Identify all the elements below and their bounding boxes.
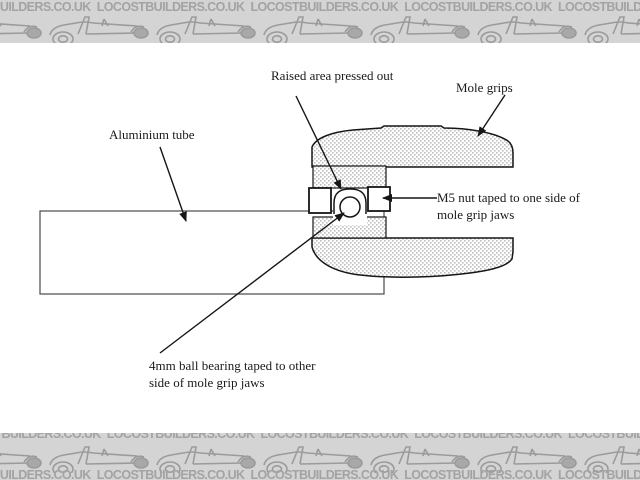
watermark-text: LOCOSTBUILDERS.CO.UK [404,468,552,480]
watermark-text: LOCOSTBUILDERS.CO.UK [96,468,245,480]
arrow-ball-bearing [159,212,345,354]
watermark-text: LOCOSTBUILDERS.CO.UK [0,468,91,480]
mole-grip-bottom-jaw [311,237,514,278]
label-ball-bearing-line2: side of mole grip jaws [149,375,265,390]
label-aluminium-tube: Aluminium tube [109,127,195,142]
mole-grip-top-jaw [311,125,514,168]
m5-nut-square [367,186,391,212]
watermark-banner-bottom: LOCOSTBUILDERS.CO.UK LOCOSTBUILDERS.CO.UK… [0,433,640,480]
watermark-text: LOCOSTBUILDERS.CO.UK [414,433,562,441]
label-raised-area: Raised area pressed out [271,68,394,83]
left-spacer-square [308,187,332,214]
label-m5-nut-line1: M5 nut taped to one side of [437,190,580,205]
arrow-mole-grips [477,94,506,137]
arrow-aluminium-tube [159,146,187,222]
label-m5-nut: M5 nut taped to one side of mole grip ja… [437,189,580,223]
mole-grip-top-neck [312,165,387,189]
watermark-text-row: LOCOSTBUILDERS.CO.UK LOCOSTBUILDERS.CO.UK… [0,0,640,14]
watermark-text-row: LOCOSTBUILDERS.CO.UK LOCOSTBUILDERS.CO.UK… [0,433,640,440]
watermark-text: LOCOSTBUILDERS.CO.UK [557,0,640,14]
watermark-text: LOCOSTBUILDERS.CO.UK [404,0,552,14]
watermark-text: LOCOSTBUILDERS.CO.UK [557,468,640,480]
watermark-text: LOCOSTBUILDERS.CO.UK [96,0,245,14]
watermark-text-row: LOCOSTBUILDERS.CO.UK LOCOSTBUILDERS.CO.UK… [0,469,640,480]
label-ball-bearing-line1: 4mm ball bearing taped to other [149,358,316,373]
watermark-text: LOCOSTBUILDERS.CO.UK [260,433,409,441]
watermark-text: LOCOSTBUILDERS.CO.UK [250,468,399,480]
watermark-banner-top: LOCOSTBUILDERS.CO.UK LOCOSTBUILDERS.CO.UK… [0,0,640,43]
arrow-raised-area [295,95,342,190]
watermark-text: LOCOSTBUILDERS.CO.UK [0,0,91,14]
watermark-text: LOCOSTBUILDERS.CO.UK [0,433,101,441]
watermark-text: LOCOSTBUILDERS.CO.UK [106,433,255,441]
watermark-text: LOCOSTBUILDERS.CO.UK [567,433,640,441]
watermark-text: LOCOSTBUILDERS.CO.UK [250,0,399,14]
label-mole-grips: Mole grips [456,80,513,95]
label-ball-bearing: 4mm ball bearing taped to other side of … [149,357,315,391]
ball-bearing [339,196,361,218]
label-m5-nut-line2: mole grip jaws [437,207,515,222]
